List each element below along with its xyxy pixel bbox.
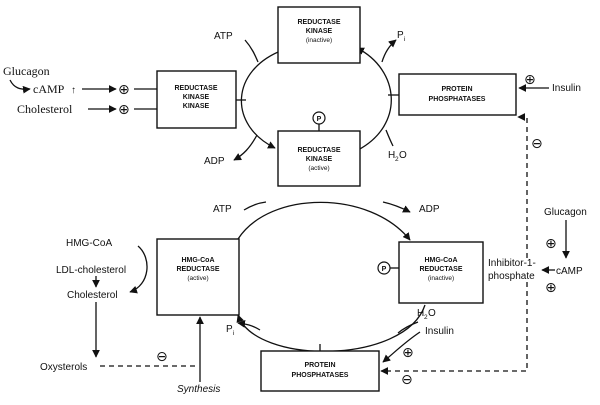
camp-right-label: cAMP (556, 266, 583, 277)
cycle-top-right-arc (356, 47, 392, 151)
inhibitor-top-minus-sign: ⊖ (531, 136, 543, 152)
insulin-bottom-label: Insulin (425, 326, 454, 337)
protein-phosphatases-bottom-box: PROTEIN PHOSPHATASES (260, 350, 380, 392)
adp-mid-arrow (382, 201, 411, 213)
pi-top-subscript: i (404, 36, 405, 43)
phosphate-circle (312, 111, 326, 125)
cycle-bottom-low-arc (236, 304, 426, 352)
box-line: HMG-CoA (181, 257, 214, 264)
oxysterols-label: Oxysterols (40, 362, 87, 373)
inhibitor-label-line2: phosphate (488, 271, 535, 282)
box-line: KINASE (306, 28, 333, 35)
box-line: REDUCTASE (176, 266, 219, 273)
glucagon-to-camp-arrow (9, 79, 31, 94)
box-line: REDUCTASE (297, 147, 340, 154)
hmgcoa-label: HMG-CoA (66, 238, 112, 249)
cycle-top-left-arc (240, 49, 284, 149)
box-line: KINASE (183, 103, 210, 110)
h2o-bottom-tail: O (428, 308, 436, 319)
phosphate-label: P (317, 116, 322, 123)
insulin-bottom-arrow (382, 331, 421, 363)
adp-top-label: ADP (204, 156, 225, 167)
phosphate-label: P (382, 266, 387, 273)
h2o-bottom-subscript: 2 (424, 314, 428, 321)
pi-bottom-label: P (226, 324, 233, 335)
h2o-bottom-label: H (417, 308, 424, 319)
box-line: PROTEIN (304, 362, 335, 369)
inhibitor-to-pp-bottom-dashed (380, 282, 528, 375)
h2o-bottom-arrow (397, 321, 419, 334)
reductase-kinase-kinase-box: REDUCTASE KINASE KINASE (156, 70, 237, 129)
insulin-top-label: Insulin (552, 83, 581, 94)
box-line: PHOSPHATASES (429, 96, 486, 103)
synthesis-label: Synthesis (177, 384, 220, 395)
box-line: (inactive) (306, 37, 332, 44)
hmgcoa-to-cholesterol-arrow (129, 245, 148, 294)
insulin-bottom-plus-sign: ⊕ (402, 345, 414, 361)
box-line: REDUCTASE (419, 266, 462, 273)
h2o-top-arrow (385, 129, 394, 147)
hmg-coa-reductase-active-box: HMG-CoA REDUCTASE (active) (156, 238, 240, 316)
cholesterol-plus-sign: ⊕ (118, 102, 130, 118)
protein-phosphatases-top-box: PROTEIN PHOSPHATASES (398, 73, 517, 116)
pi-bottom-arrow (237, 320, 261, 331)
cholesterol-mid-label: Cholesterol (67, 290, 118, 301)
box-line: (active) (308, 165, 329, 172)
atp-mid-arrow (243, 201, 267, 211)
box-line: HMG-CoA (424, 257, 457, 264)
camp-plus-sign: ⊕ (118, 82, 130, 98)
camp-left-label: cAMP (33, 82, 65, 96)
glucagon-right-label: Glucagon (544, 207, 587, 218)
oxysterols-minus-sign: ⊖ (156, 349, 168, 365)
h2o-top-label: H (388, 150, 395, 161)
box-line: REDUCTASE (174, 85, 217, 92)
reductase-kinase-inactive-box: REDUCTASE KINASE (inactive) (277, 6, 361, 64)
cycle-bottom-top-arc (237, 201, 411, 241)
box-line: REDUCTASE (297, 19, 340, 26)
atp-mid-label: ATP (213, 204, 232, 215)
box-line: (active) (187, 275, 208, 282)
pi-top-label: P (397, 30, 404, 41)
h2o-top-subscript: 2 (395, 156, 399, 163)
insulin-top-plus-sign: ⊕ (524, 72, 536, 88)
inhibitor-to-pp-top-dashed (517, 113, 528, 258)
reductase-kinase-active-box: P REDUCTASE KINASE (active) (277, 111, 361, 187)
glucagon-left-label: Glucagon (3, 64, 50, 78)
pi-bottom-subscript: i (233, 330, 234, 337)
camp-increase-arrow: ↑ (71, 85, 76, 96)
atp-top-label: ATP (214, 31, 233, 42)
box-line: (inactive) (428, 275, 454, 282)
cholesterol-left-label: Cholesterol (17, 102, 73, 116)
inhibitor-label-line1: Inhibitor-1- (488, 258, 536, 269)
glucagon-right-plus-sign: ⊕ (545, 236, 557, 252)
adp-top-arrow (233, 134, 258, 161)
box-line: PHOSPHATASES (292, 372, 349, 379)
hmg-coa-reductase-inactive-box: P HMG-CoA REDUCTASE (inactive) (377, 241, 484, 304)
box-line: KINASE (183, 94, 210, 101)
ldl-cholesterol-label: LDL-cholesterol (56, 265, 126, 276)
h2o-top-tail: O (399, 150, 407, 161)
adp-mid-label: ADP (419, 204, 440, 215)
pi-top-arrow (381, 39, 397, 63)
atp-top-arrow (244, 39, 259, 63)
box-line: KINASE (306, 156, 333, 163)
box-line: PROTEIN (441, 86, 472, 93)
camp-right-plus-sign: ⊕ (545, 280, 557, 296)
inhibitor-bottom-minus-sign: ⊖ (401, 372, 413, 388)
